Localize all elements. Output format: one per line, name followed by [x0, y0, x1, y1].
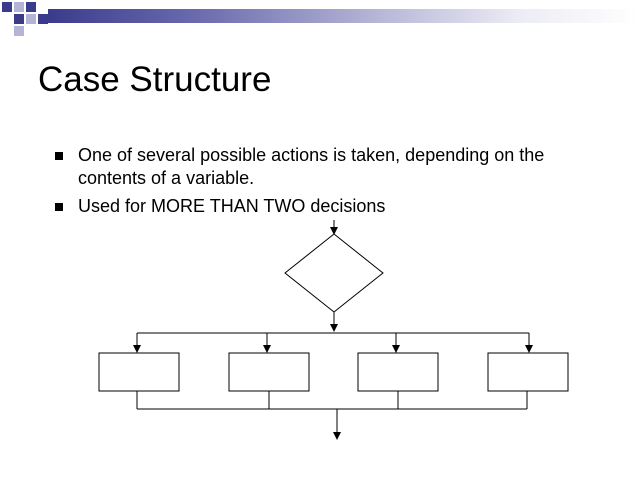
action-box-3 [357, 352, 439, 392]
header-decoration [0, 0, 638, 40]
decision-diamond [284, 233, 384, 313]
deco-square [26, 2, 36, 12]
deco-square [2, 2, 12, 12]
action-box-1 [98, 352, 180, 392]
deco-square [26, 14, 36, 24]
deco-square [14, 14, 24, 24]
action-box-2 [228, 352, 310, 392]
deco-square [38, 14, 48, 24]
bullet-item: One of several possible actions is taken… [55, 144, 615, 190]
deco-square [14, 2, 24, 12]
square-bullet-icon [55, 152, 63, 160]
bullet-text: Used for MORE THAN TWO decisions [78, 196, 386, 216]
bullet-item: Used for MORE THAN TWO decisions [55, 195, 615, 218]
square-bullet-icon [55, 203, 63, 211]
header-gradient-bar [48, 9, 638, 23]
deco-square [14, 26, 24, 36]
action-box-4 [487, 352, 569, 392]
bullet-text: One of several possible actions is taken… [78, 145, 545, 188]
slide-title: Case Structure [38, 60, 272, 99]
bullet-list: One of several possible actions is taken… [55, 144, 615, 223]
